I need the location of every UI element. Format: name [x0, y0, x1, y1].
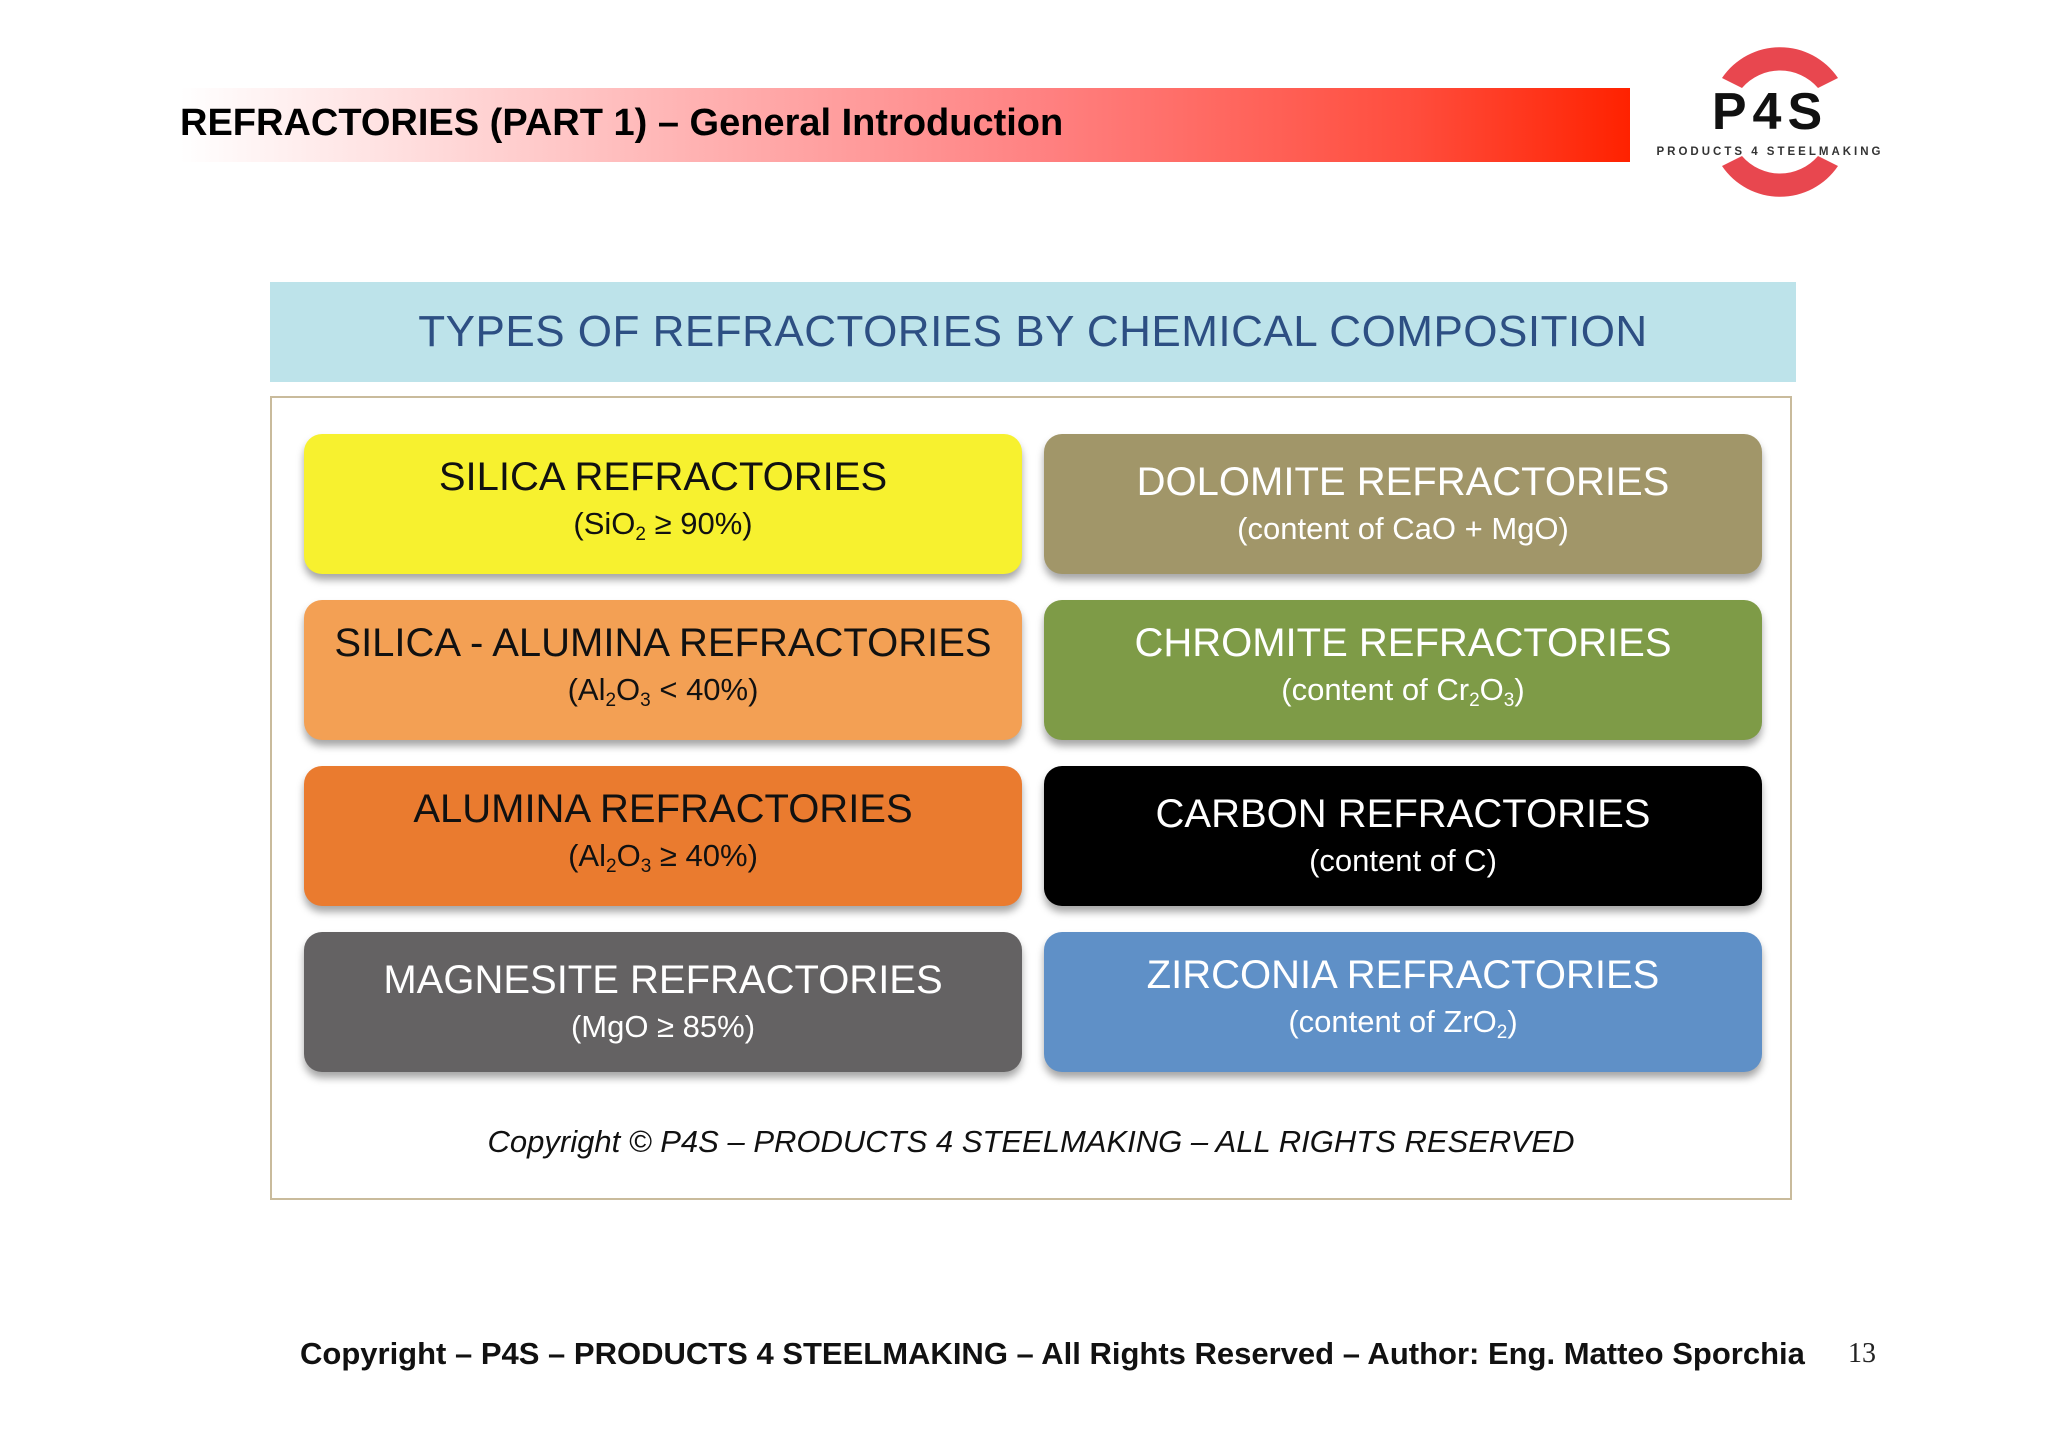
p4s-logo: P4S PRODUCTS 4 STEELMAKING — [1640, 38, 1900, 208]
box-formula: (Al2O3 ≥ 40%) — [568, 837, 758, 877]
box-title: DOLOMITE REFRACTORIES — [1136, 460, 1670, 504]
figure-title: TYPES OF REFRACTORIES BY CHEMICAL COMPOS… — [418, 307, 1648, 356]
box-title: SILICA REFRACTORIES — [438, 454, 888, 499]
box-silica-alumina: SILICA - ALUMINA REFRACTORIES (Al2O3 < 4… — [304, 600, 1022, 740]
box-dolomite: DOLOMITE REFRACTORIES (content of CaO + … — [1044, 434, 1762, 574]
box-formula: (SiO2 ≥ 90%) — [573, 505, 753, 545]
page-number: 13 — [1848, 1338, 1876, 1369]
box-title: ALUMINA REFRACTORIES — [413, 786, 913, 831]
box-formula: (content of C) — [1309, 843, 1497, 878]
box-title: CARBON REFRACTORIES — [1155, 792, 1651, 836]
box-silica: SILICA REFRACTORIES (SiO2 ≥ 90%) — [304, 434, 1022, 574]
box-zirconia: ZIRCONIA REFRACTORIES (content of ZrO2) — [1044, 932, 1762, 1072]
header-gradient-bar — [180, 88, 1630, 162]
box-formula: (Al2O3 < 40%) — [567, 671, 759, 711]
refractory-types-figure: SILICA REFRACTORIES (SiO2 ≥ 90%) DOLOMIT… — [270, 396, 1792, 1200]
box-carbon: CARBON REFRACTORIES (content of C) — [1044, 766, 1762, 906]
box-chromite: CHROMITE REFRACTORIES (content of Cr2O3) — [1044, 600, 1762, 740]
logo-text: P4S — [1711, 83, 1829, 141]
box-formula: (MgO ≥ 85%) — [570, 1009, 756, 1044]
figure-copyright: Copyright © P4S – PRODUCTS 4 STEELMAKING… — [487, 1124, 1575, 1159]
box-magnesite: MAGNESITE REFRACTORIES (MgO ≥ 85%) — [304, 932, 1022, 1072]
box-title: ZIRCONIA REFRACTORIES — [1146, 952, 1660, 997]
box-formula: (content of ZrO2) — [1288, 1003, 1518, 1043]
box-title: MAGNESITE REFRACTORIES — [383, 958, 943, 1002]
box-formula: (content of Cr2O3) — [1281, 671, 1525, 711]
box-title: CHROMITE REFRACTORIES — [1134, 620, 1672, 665]
page-title: REFRACTORIES (PART 1) – General Introduc… — [180, 102, 1064, 144]
box-title: SILICA - ALUMINA REFRACTORIES — [334, 620, 992, 665]
box-formula: (content of CaO + MgO) — [1237, 511, 1569, 546]
logo-subtitle: PRODUCTS 4 STEELMAKING — [1656, 146, 1884, 158]
box-alumina: ALUMINA REFRACTORIES (Al2O3 ≥ 40%) — [304, 766, 1022, 906]
figure-title-banner: TYPES OF REFRACTORIES BY CHEMICAL COMPOS… — [270, 282, 1796, 382]
logo-ring-icon — [1722, 47, 1838, 197]
footer-copyright: Copyright – P4S – PRODUCTS 4 STEELMAKING… — [300, 1336, 1805, 1371]
